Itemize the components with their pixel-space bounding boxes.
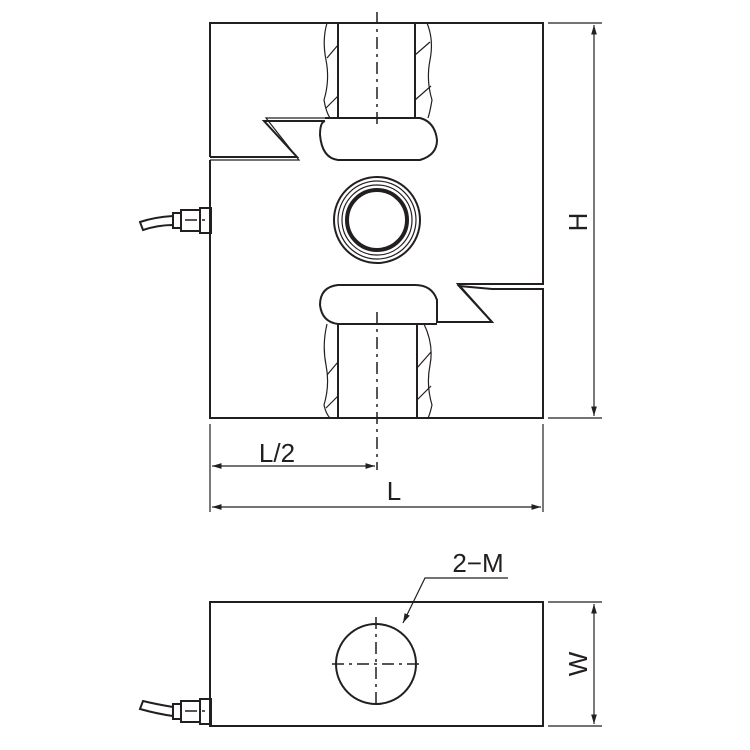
cable-gland bbox=[138, 698, 212, 725]
dimension-half-length: L/2 bbox=[209, 424, 375, 512]
width-label: W bbox=[563, 651, 593, 676]
cable-gland bbox=[138, 207, 212, 234]
length-label: L bbox=[387, 476, 401, 506]
body-outline-upper bbox=[209, 22, 544, 323]
front-view bbox=[138, 12, 544, 470]
body-outline bbox=[209, 160, 544, 419]
callout-leader bbox=[402, 577, 508, 624]
top-view: 2−M bbox=[138, 548, 544, 727]
center-bore-ring bbox=[337, 180, 417, 260]
thread-break-line bbox=[423, 323, 433, 419]
half-length-label: L/2 bbox=[259, 438, 295, 468]
center-bore-ring bbox=[341, 184, 413, 256]
thread-hatch bbox=[325, 41, 432, 109]
center-bore-outer bbox=[333, 176, 421, 264]
body-outline bbox=[209, 601, 544, 727]
thread-hatch bbox=[325, 351, 432, 409]
thread-break-line bbox=[323, 22, 331, 119]
dimension-height: H bbox=[548, 22, 602, 419]
thread-break-line bbox=[323, 323, 331, 419]
thread-break-line bbox=[426, 22, 433, 119]
thread-callout-label: 2−M bbox=[452, 548, 503, 578]
upper-slot bbox=[318, 117, 439, 161]
upper-slit-inner bbox=[210, 117, 325, 161]
height-label: H bbox=[563, 213, 593, 232]
center-bore-inner bbox=[345, 188, 409, 252]
dimension-width: W bbox=[548, 601, 602, 727]
upper-slit bbox=[210, 120, 325, 158]
dimension-length: L bbox=[212, 424, 544, 512]
